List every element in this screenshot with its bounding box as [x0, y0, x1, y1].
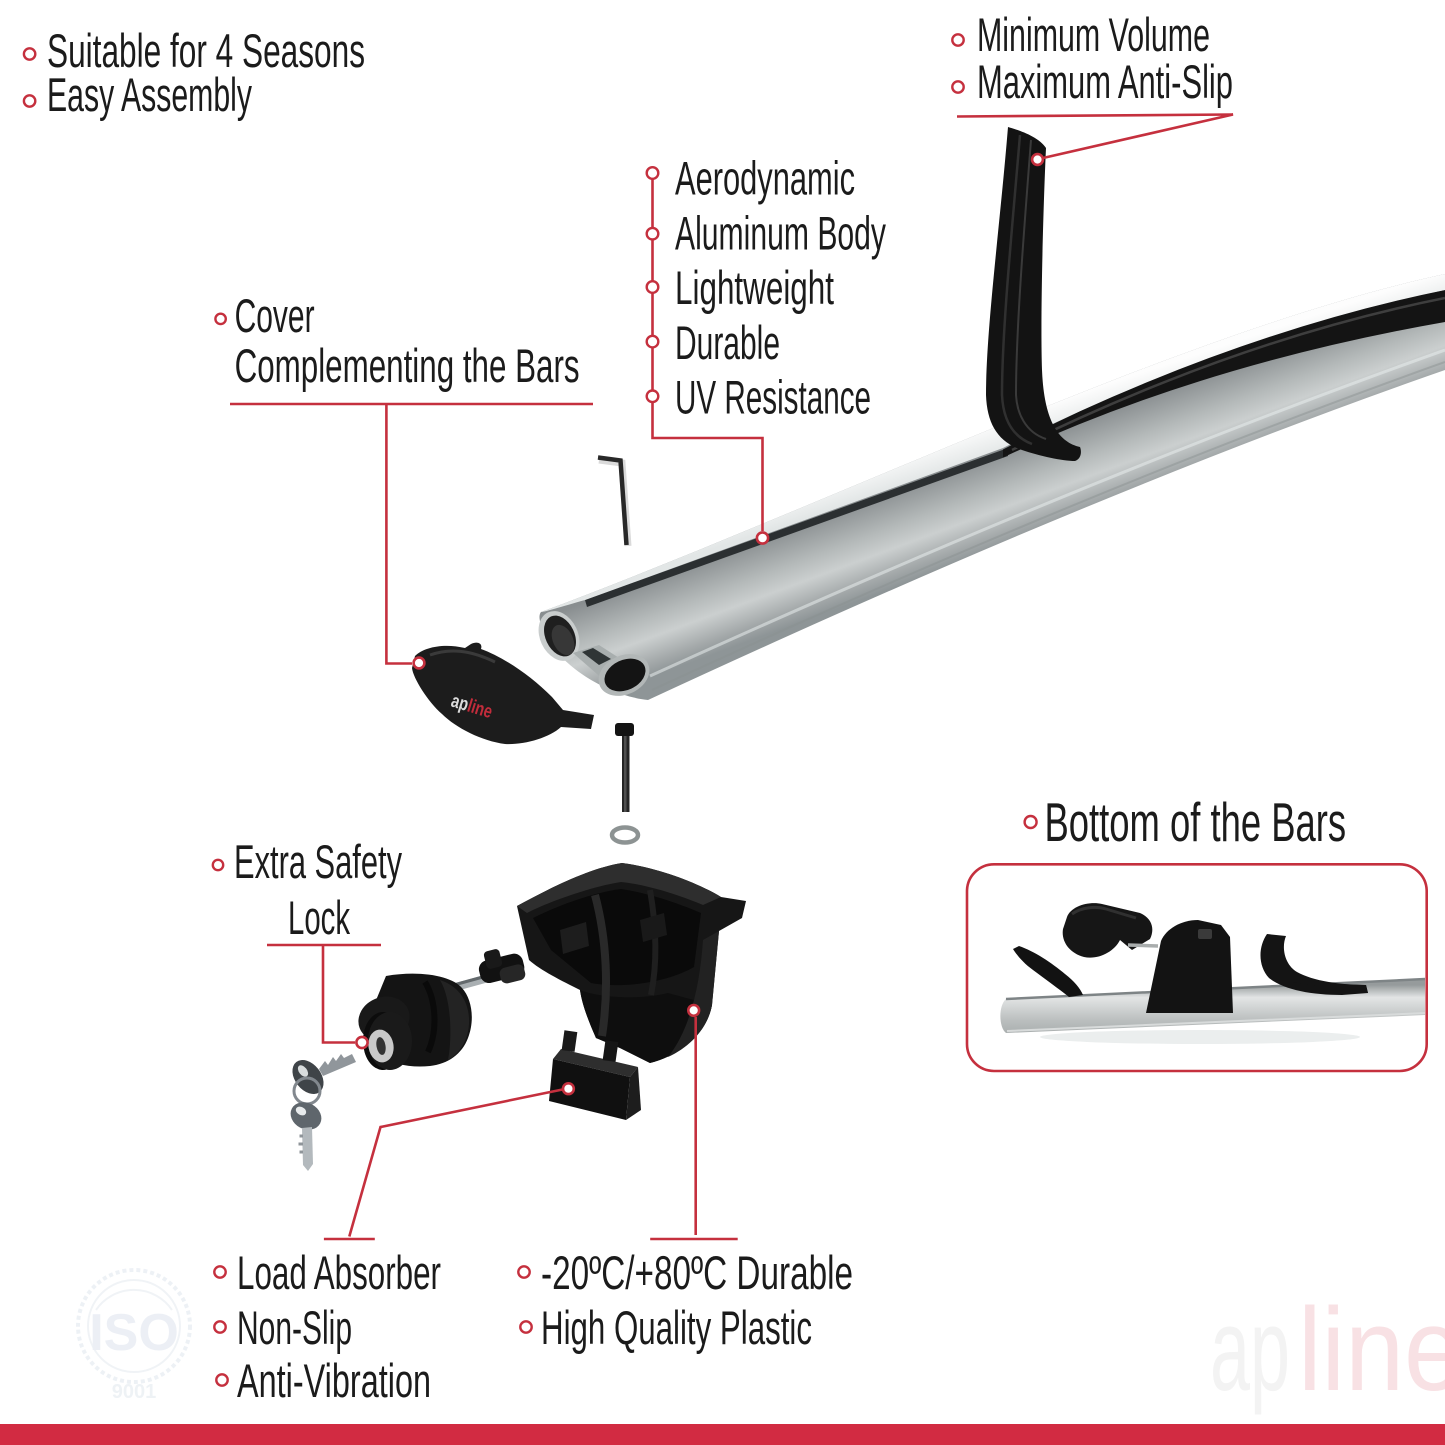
svg-text:-20ºC/+80ºC Durable: -20ºC/+80ºC Durable: [541, 1246, 853, 1299]
svg-text:Anti-Vibration: Anti-Vibration: [237, 1354, 431, 1407]
svg-text:Maximum Anti-Slip: Maximum Anti-Slip: [977, 55, 1233, 108]
svg-text:Aluminum Body: Aluminum Body: [675, 206, 886, 259]
svg-text:High Quality Plastic: High Quality Plastic: [541, 1301, 812, 1354]
svg-text:Easy Assembly: Easy Assembly: [47, 68, 252, 121]
svg-text:Aerodynamic: Aerodynamic: [675, 152, 855, 205]
svg-text:Cover: Cover: [235, 289, 315, 342]
svg-text:Minimum Volume: Minimum Volume: [977, 8, 1210, 61]
svg-text:line: line: [1298, 1284, 1445, 1416]
svg-text:Non-Slip: Non-Slip: [237, 1301, 352, 1354]
svg-text:Extra Safety: Extra Safety: [234, 835, 402, 888]
svg-text:Suitable for 4 Seasons: Suitable for 4 Seasons: [47, 24, 365, 77]
svg-text:Bottom of the Bars: Bottom of the Bars: [1045, 791, 1347, 853]
svg-text:Load Absorber: Load Absorber: [237, 1246, 441, 1299]
svg-text:ISO: ISO: [89, 1304, 179, 1362]
svg-text:Lock: Lock: [288, 891, 350, 944]
svg-text:9001: 9001: [112, 1381, 157, 1403]
svg-text:UV Resistance: UV Resistance: [675, 371, 871, 424]
svg-text:Complementing the Bars: Complementing the Bars: [235, 339, 580, 392]
svg-text:ap: ap: [1210, 1284, 1290, 1416]
svg-text:Durable: Durable: [675, 316, 780, 369]
svg-text:Lightweight: Lightweight: [675, 261, 834, 314]
